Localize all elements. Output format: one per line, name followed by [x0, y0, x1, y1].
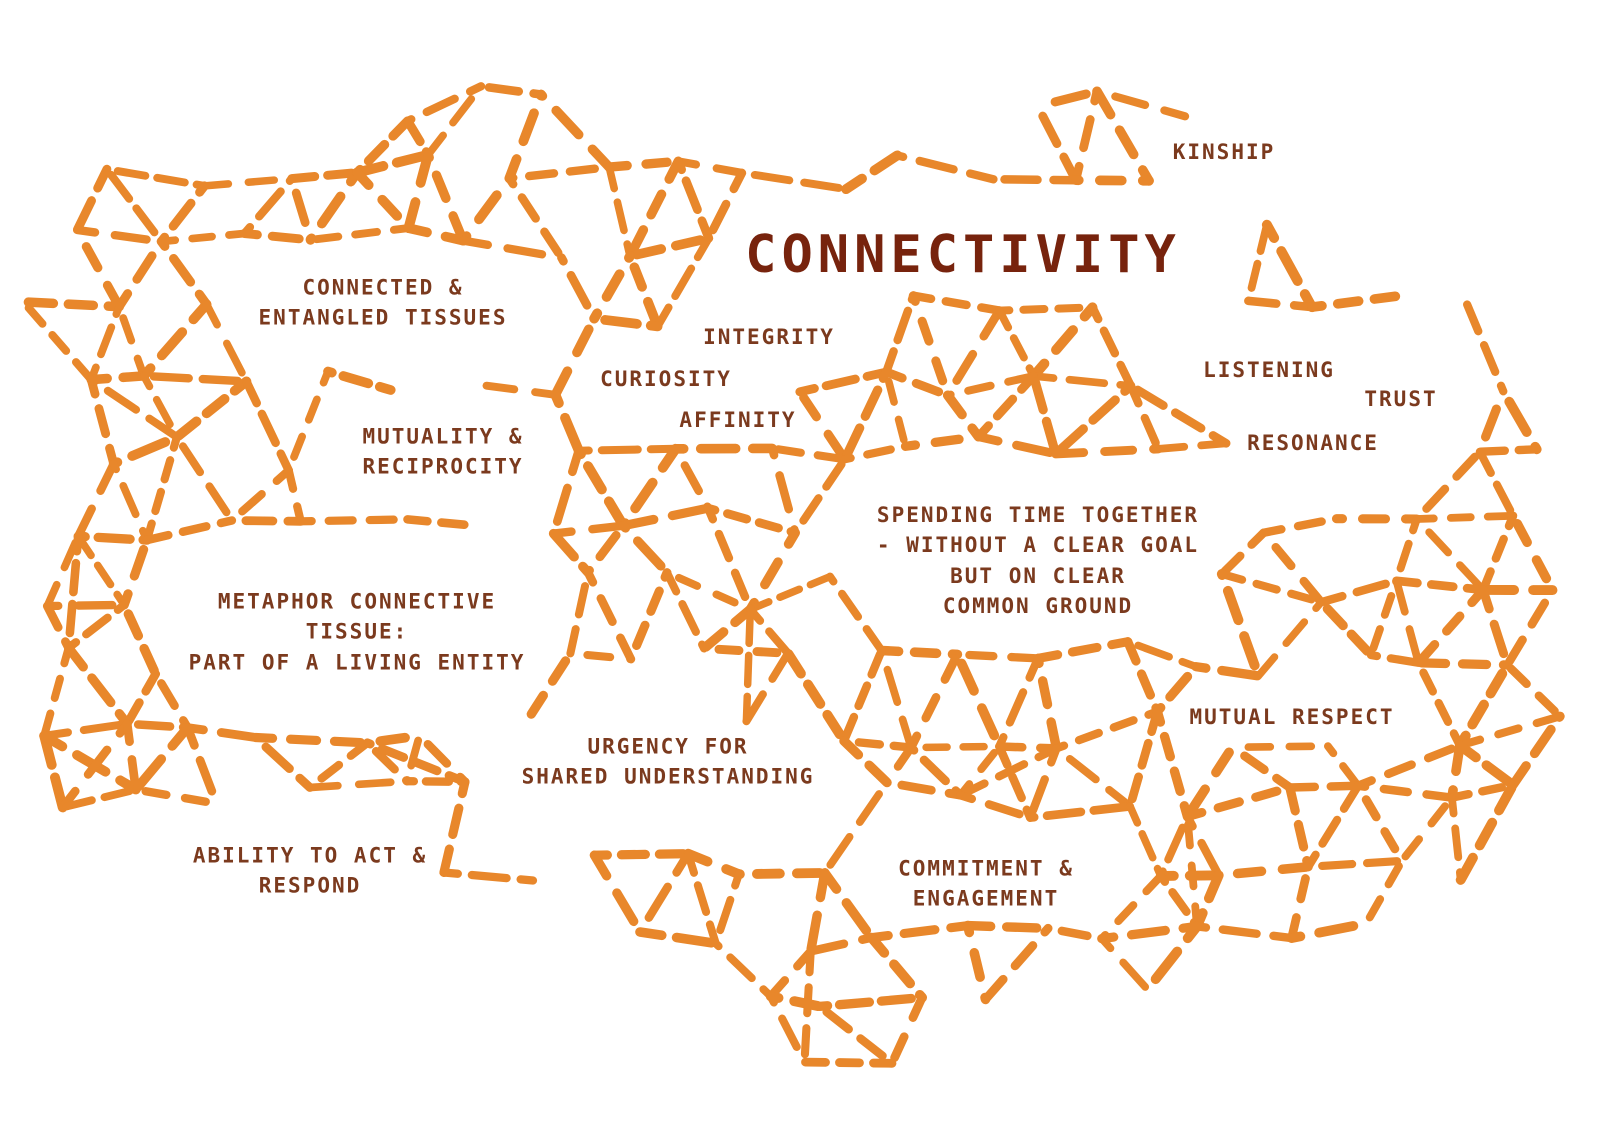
concept-label-commitment-engagement: COMMITMENT & ENGAGEMENT	[898, 856, 1074, 911]
concept-label-mutuality-reciprocity: MUTUALITY & RECIPROCITY	[362, 424, 524, 479]
concept-label-listening: LISTENING	[1203, 357, 1335, 382]
concept-label-resonance: RESONANCE	[1247, 430, 1379, 455]
concept-label-kinship: KINSHIP	[1172, 139, 1276, 164]
concept-label-spending-time-together: SPENDING TIME TOGETHER - WITHOUT A CLEAR…	[876, 503, 1200, 619]
concept-label-urgency-shared-understanding: URGENCY FOR SHARED UNDERSTANDING	[521, 734, 815, 789]
concept-label-metaphor-connective-tissue: METAPHOR CONNECTIVE TISSUE: PART OF A LI…	[188, 589, 526, 675]
concept-label-curiosity: CURIOSITY	[600, 366, 732, 391]
concept-label-integrity: INTEGRITY	[703, 324, 835, 349]
concept-label-trust: TRUST	[1364, 386, 1438, 411]
diagram-title: CONNECTIVITY	[745, 225, 1181, 285]
concept-label-affinity: AFFINITY	[679, 407, 797, 432]
concept-label-ability-to-act-respond: ABILITY TO ACT & RESPOND	[192, 843, 428, 898]
concept-label-mutual-respect: MUTUAL RESPECT	[1189, 704, 1395, 729]
concept-label-connected-entangled-tissues: CONNECTED & ENTANGLED TISSUES	[258, 275, 508, 330]
